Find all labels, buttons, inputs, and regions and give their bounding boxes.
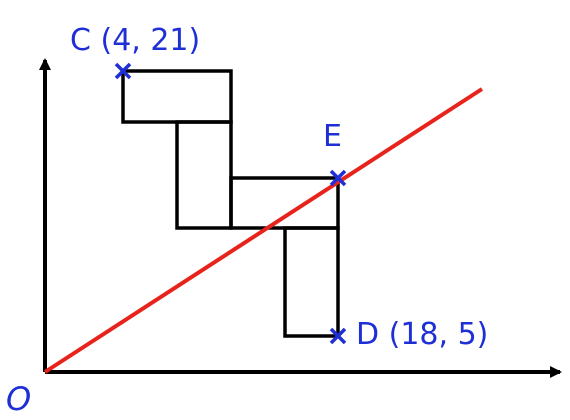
point-e-marker	[329, 169, 347, 187]
box-3	[229, 176, 340, 230]
point-d-label: D (18, 5)	[356, 317, 488, 352]
point-c-label: C (4, 21)	[70, 23, 200, 58]
red-line	[43, 87, 484, 374]
box-2	[175, 120, 233, 230]
origin-label: O	[6, 380, 31, 418]
point-d-marker	[329, 327, 347, 345]
box-1	[121, 69, 233, 124]
point-e-label: E	[323, 119, 342, 154]
staircase	[121, 69, 340, 338]
box-4	[283, 226, 340, 338]
point-c-marker	[114, 62, 132, 80]
